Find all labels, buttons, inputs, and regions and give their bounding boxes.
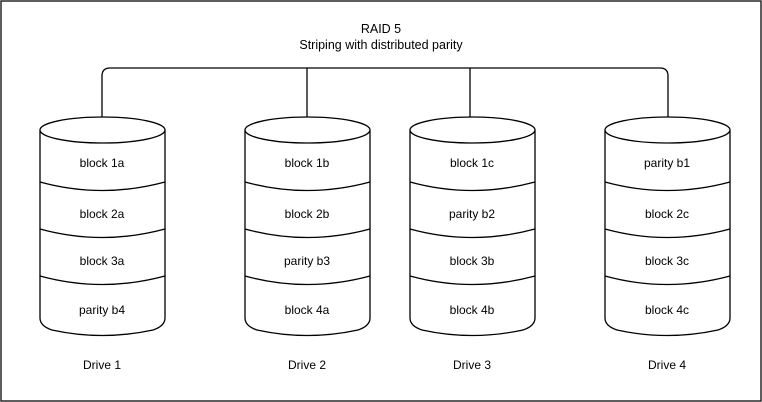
- drive-2-group: block 1b block 2b parity b3 block 4a Dri…: [244, 116, 371, 372]
- drive-2-block-1: block 1b: [285, 156, 330, 170]
- drive-1-divider-1: [39, 181, 166, 192]
- drive-4-divider-3: [604, 275, 731, 286]
- drive-4-divider-2: [604, 228, 731, 239]
- drive-3-block-1: block 1c: [450, 156, 494, 170]
- drive-3-cylinder-body: [409, 129, 536, 337]
- drive-1-divider-3: [39, 275, 166, 286]
- drive-4-block-2: block 2c: [645, 207, 689, 221]
- drive-1-cylinder-body: [39, 129, 166, 337]
- drive-3-group: block 1c parity b2 block 3b block 4b Dri…: [409, 116, 536, 372]
- connector-bracket: [101, 67, 669, 118]
- drive-3-block-3: block 3b: [450, 254, 495, 268]
- drive-4-label: Drive 4: [648, 358, 686, 372]
- drive-1-group: block 1a block 2a block 3a parity b4 Dri…: [39, 116, 166, 372]
- drive-4-block-1: parity b1: [644, 156, 690, 170]
- drive-2-divider-2: [244, 228, 371, 239]
- drive-1-block-1: block 1a: [80, 156, 125, 170]
- drive-2-divider-3: [244, 275, 371, 286]
- drive-4-block-3: block 3c: [645, 254, 689, 268]
- drive-4-cylinder-body: [604, 129, 731, 337]
- drive-2-divider-1: [244, 181, 371, 192]
- drive-4-block-4: block 4c: [645, 303, 689, 317]
- drive-3-divider-1: [409, 181, 536, 192]
- drive-4-cylinder-top: [604, 116, 731, 144]
- drive-2-label: Drive 2: [288, 358, 326, 372]
- drive-3-divider-2: [409, 228, 536, 239]
- drive-2-cylinder-body: [244, 129, 371, 337]
- drive-3-cylinder-top: [409, 116, 536, 144]
- drive-1-block-3: block 3a: [80, 254, 125, 268]
- drive-2-cylinder-top: [244, 116, 371, 144]
- drive-1-label: Drive 1: [83, 358, 121, 372]
- drive-3-divider-3: [409, 275, 536, 286]
- drive-1-block-2: block 2a: [80, 207, 125, 221]
- drive-4-group: parity b1 block 2c block 3c block 4c Dri…: [604, 116, 731, 372]
- drive-3-label: Drive 3: [453, 358, 491, 372]
- drive-2-block-2: block 2b: [285, 207, 330, 221]
- drive-3-block-4: block 4b: [450, 303, 495, 317]
- drive-2-block-3: parity b3: [284, 254, 330, 268]
- drive-1-divider-2: [39, 228, 166, 239]
- drive-1-cylinder-top: [39, 116, 166, 144]
- drive-3-block-2: parity b2: [449, 207, 495, 221]
- drive-2-block-4: block 4a: [285, 303, 330, 317]
- diagram-title-line1: RAID 5: [361, 22, 401, 36]
- drive-4-divider-1: [604, 181, 731, 192]
- diagram-title-line2: Striping with distributed parity: [299, 38, 463, 52]
- drive-1-block-4: parity b4: [79, 303, 125, 317]
